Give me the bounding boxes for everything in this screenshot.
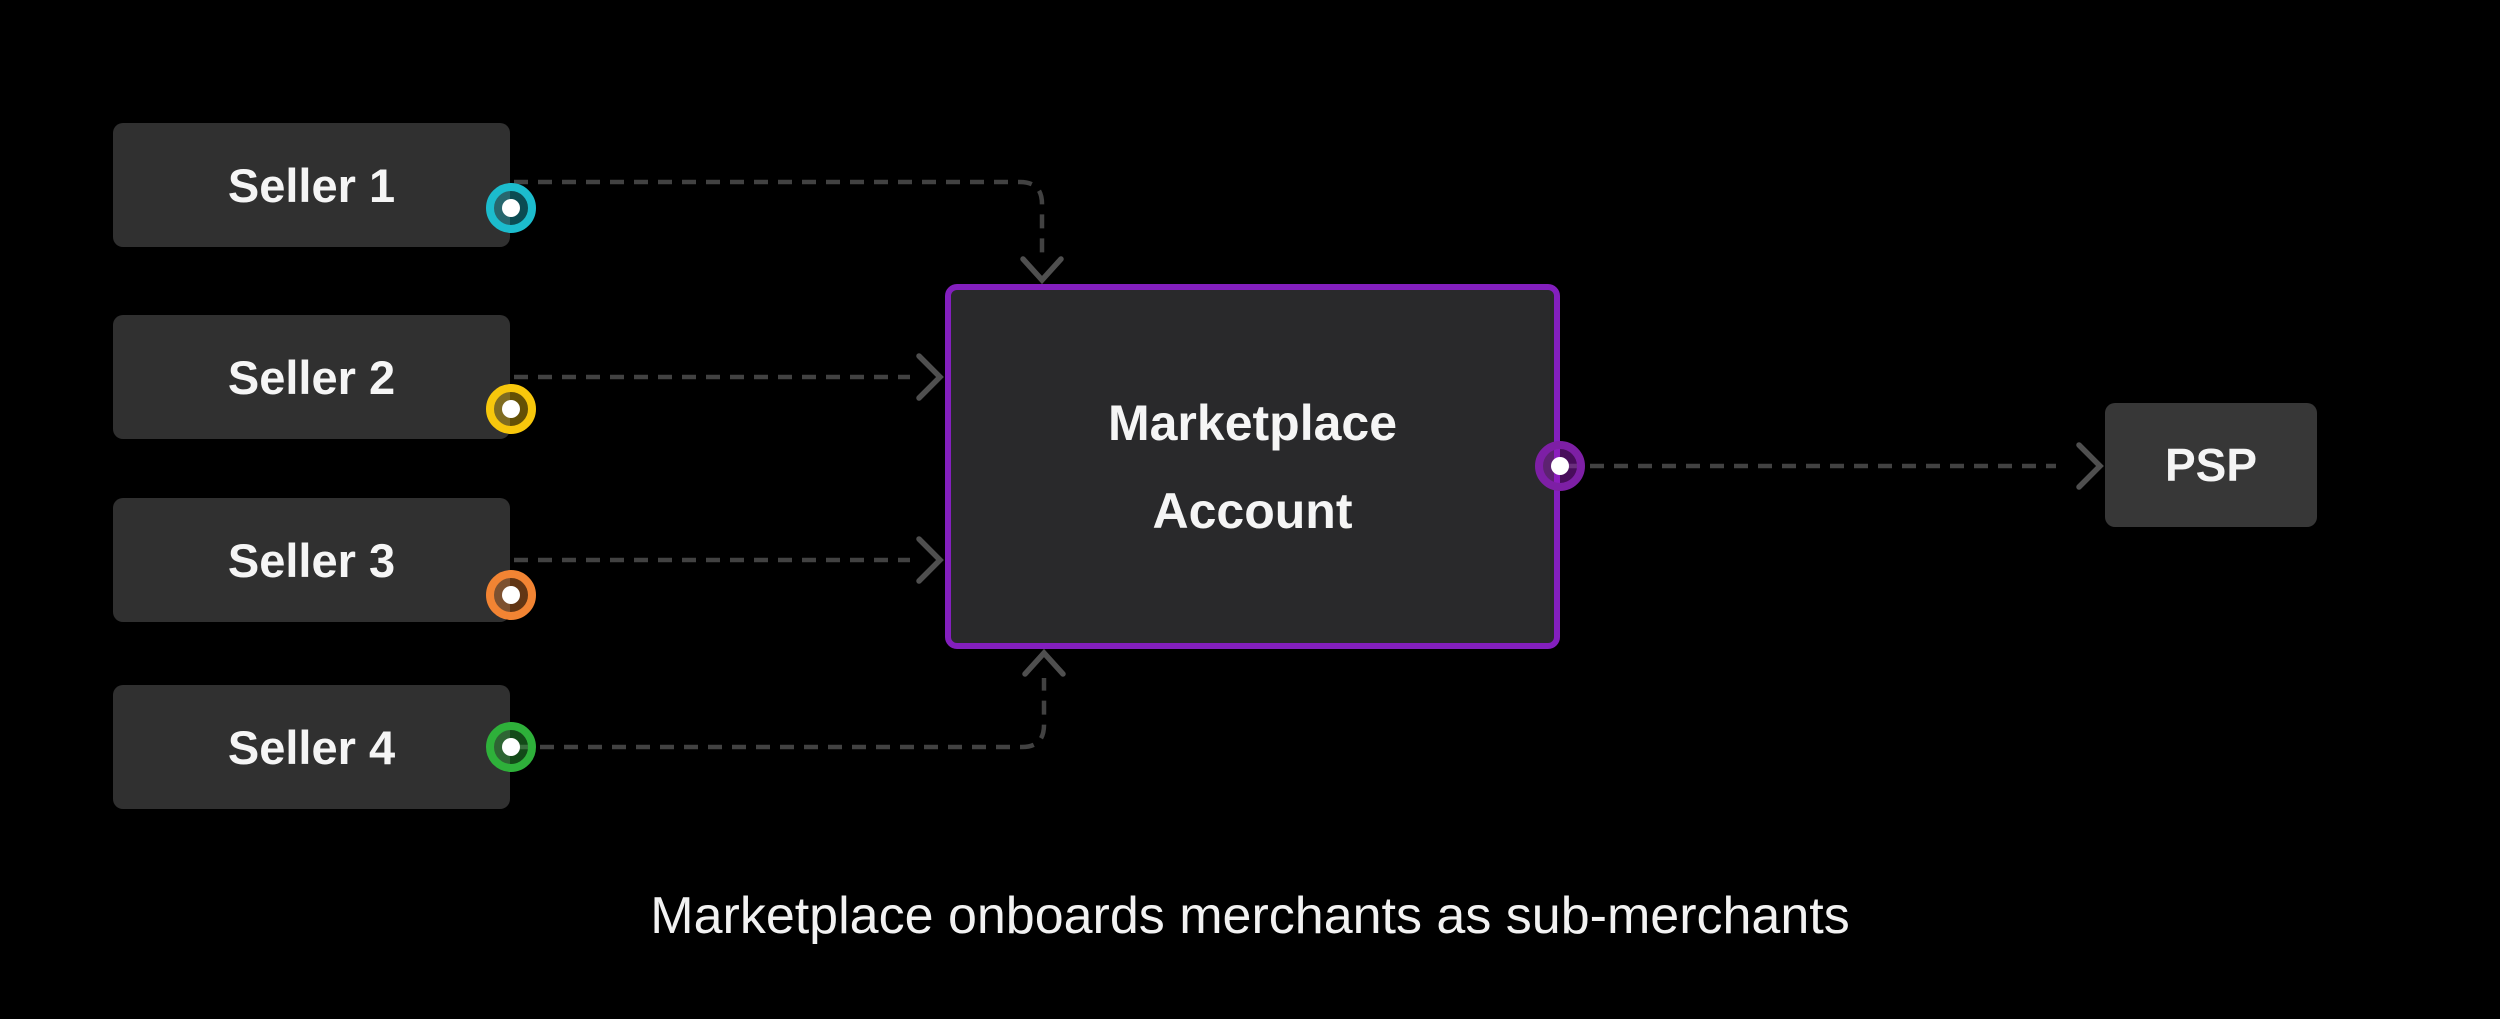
port-dot	[502, 400, 520, 418]
diagram-caption: Marketplace onboards merchants as sub-me…	[650, 887, 1850, 945]
psp-node: PSP	[2105, 403, 2317, 527]
port-dot	[502, 738, 520, 756]
seller-2-label: Seller 2	[227, 350, 396, 404]
seller-1-node: Seller 1	[113, 123, 510, 247]
psp-label: PSP	[2164, 439, 2258, 491]
port-dot	[1551, 457, 1569, 475]
marketplace-port-icon	[1535, 441, 1585, 491]
arrowhead-up-icon	[1022, 648, 1066, 677]
arrowhead-right-icon	[2076, 442, 2104, 490]
marketplace-account-node: Marketplace Account	[945, 284, 1560, 649]
seller-3-port-icon	[486, 570, 536, 620]
arrowhead-right-icon	[916, 353, 944, 401]
seller-1-port-icon	[486, 183, 536, 233]
seller-4-label: Seller 4	[227, 720, 396, 774]
seller-1-label: Seller 1	[227, 158, 396, 212]
seller-2-node: Seller 2	[113, 315, 510, 439]
seller-1-to-marketplace-line	[514, 179, 1045, 255]
seller-4-port-icon	[486, 722, 536, 772]
marketplace-account-label: Marketplace Account	[1107, 394, 1398, 539]
seller-4-node: Seller 4	[113, 685, 510, 809]
port-dot	[502, 586, 520, 604]
seller-3-node: Seller 3	[113, 498, 510, 622]
seller-3-label: Seller 3	[227, 533, 396, 587]
arrowhead-right-icon	[916, 536, 944, 584]
seller-2-port-icon	[486, 384, 536, 434]
arrowhead-down-icon	[1020, 256, 1064, 285]
port-dot	[502, 199, 520, 217]
seller-4-to-marketplace-line	[516, 678, 1047, 750]
